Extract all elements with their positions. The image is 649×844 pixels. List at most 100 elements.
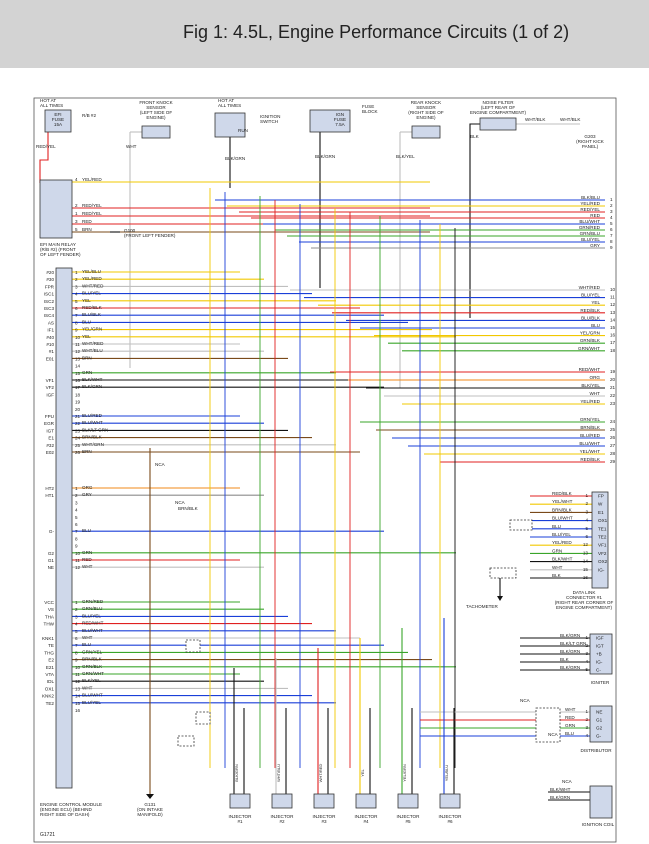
injector-label: INJECTOR (355, 814, 379, 819)
ign-fuse-box (309, 109, 351, 133)
relay-wire-label: RED (82, 219, 92, 224)
injector-label: INJECTOR (229, 814, 253, 819)
bus-wire-number: 5 (610, 221, 613, 226)
ecm-b-pin-number: 3 (75, 500, 78, 505)
nca-label: NCA (155, 462, 166, 467)
injector (229, 793, 251, 809)
ecm-b-pin-name: HT2 (45, 486, 54, 491)
bus-mid-number: 16 (610, 333, 616, 338)
ecm-c-wire-label: GRN/WHT (82, 671, 104, 676)
ecm-b-wire-label: BLU (82, 528, 91, 533)
ecm-b-wire-label: WHT (82, 564, 93, 569)
dlc-pin-name: VF1 (598, 543, 607, 548)
fuse-block-label: FUSE (362, 104, 374, 109)
ecm-b-wire-label: ORG (82, 485, 93, 490)
ecm-a-pin-name: #1 (49, 349, 55, 354)
tachometer-label: TACHOMETER (466, 604, 498, 609)
dlc-pin-name: IG- (598, 567, 605, 572)
dlc-pin-name: TE1 (598, 526, 607, 531)
dlc-wire-label: BLU (552, 524, 561, 529)
front-knock-label: (LEFT SIDE OF (140, 110, 173, 115)
ecm-c-pin-name: KNK1 (42, 636, 54, 641)
ecm-c-pin-name: OX1 (45, 686, 55, 691)
ecm-c-wire-label: BLU/YEL (82, 700, 101, 705)
ecm-a-wire-label: BLU/YEL (82, 291, 101, 296)
connector-dashed (535, 707, 561, 743)
front-knock-label: FRONT KNOCK (139, 100, 173, 105)
figure-id: G1721 (40, 832, 55, 838)
ecm-c-wire-label: RED/WHT (82, 621, 104, 626)
connector-dashed (195, 711, 211, 725)
ecm-a-pin-number: 26 (75, 450, 81, 455)
ecm-label: RIGHT SIDE OF DASH) (40, 812, 90, 817)
wire-label-blk-grn2: BLK/GRN (315, 154, 335, 159)
ecm-a-wire-label: WHT/RED (82, 283, 104, 288)
dlc-wire-label: BLU/WHT (552, 516, 573, 521)
ecm-a-pin-number: 22 (75, 421, 81, 426)
ecm-a-wire-label: BLU/RED (82, 413, 103, 418)
dlc-pin-number: 5 (585, 526, 588, 531)
relay-pin-number: 2 (75, 203, 78, 208)
ecm-a-pin-name: #20 (46, 270, 54, 275)
dlc-pin-number: 12 (583, 542, 589, 547)
igniter-wire-label: BLK/GRN (560, 665, 580, 670)
ecm-a-pin-number: 12 (75, 349, 81, 354)
title-bar: Fig 1: 4.5L, Engine Performance Circuits… (0, 0, 649, 68)
bus-mid-number: 10 (610, 287, 616, 292)
dlc-pin-number: 3 (585, 509, 588, 514)
injector (313, 793, 335, 809)
distributor-pin-number: 2 (585, 717, 588, 722)
ecm-c-pin-number: 11 (75, 672, 80, 677)
bus-mid-label: GRN/WHT (578, 346, 600, 351)
ecm-b-pin-number: 6 (75, 522, 78, 527)
bus-mid-label: BLU/YEL (581, 293, 600, 298)
distributor-pin-number: 3 (585, 725, 588, 730)
bus-wire-number: 7 (610, 233, 613, 238)
ecm-b-pin-name: NE (48, 565, 54, 570)
ecm-a-wire-label: BLU/WHT (82, 420, 103, 425)
front-knock-sensor (141, 125, 171, 139)
front-knock-label: SENSOR (146, 105, 166, 110)
tachometer-arrow (497, 596, 503, 601)
bus-mid-number: 13 (610, 310, 616, 315)
ecm-c-wire-label: BLU/YEL (82, 613, 101, 618)
wire-label-brn-blk: BRN/BLK (178, 506, 199, 511)
dlc-pin-number: 16 (583, 575, 589, 580)
ecm-a-pin-number: 6 (75, 306, 78, 311)
ecm-a-pin-number: 14 (75, 364, 81, 369)
ecm-a-wire-label: YEL/GRN (82, 327, 102, 332)
ecm-a-pin-number: 10 (75, 335, 81, 340)
ecm-c-wire-label: WHT (82, 635, 93, 640)
ecm-a-pin-number: 23 (75, 428, 81, 433)
injector (397, 793, 419, 809)
connector-dashed (177, 735, 195, 747)
dlc-pin-name: FP (598, 494, 604, 499)
ignition-switch (214, 112, 246, 138)
relay-pin-number: 3 (75, 219, 78, 224)
ecm-c-pin-number: 6 (75, 636, 78, 641)
distributor-wire-label: BLU (565, 731, 574, 736)
distributor (589, 705, 613, 743)
bus-mid-number: 18 (610, 348, 616, 353)
dlc-pin-number: 14 (583, 559, 589, 564)
nca-label: NCA (562, 779, 573, 784)
ecm-a-pin-number: 16 (75, 378, 81, 383)
efi-fuse-hot-label: ALL TIMES (40, 103, 63, 108)
ignition-hot-label: HOT AT (218, 98, 234, 103)
igniter-label: IGNITER (591, 680, 610, 685)
ecm-a-wire-label: YEL (82, 298, 91, 303)
ecm-a-wire-label: YEL (82, 334, 91, 339)
ecm-a-wire-label: RED/BLK (82, 305, 103, 310)
g100-label: (FRONT LEFT FENDER) (124, 233, 176, 238)
ecm-a-wire-label: WHT/RED (82, 341, 104, 346)
bus-low-label: YEL/RED (580, 399, 600, 404)
ecm-c-pin-name: THW (44, 622, 55, 627)
ecm-c-pin-name: TE2 (46, 701, 55, 706)
dlc-pin-number: 4 (585, 518, 588, 523)
dlc-wire-label: BLU/YEL (552, 532, 571, 537)
ecm-c-wire-label: GRN/BLK (82, 664, 103, 669)
ecm-c-pin-name: IDL (47, 679, 55, 684)
connector-dashed (185, 639, 201, 653)
bus-low2-number: 25 (610, 427, 616, 432)
ecm-a-pin-number: 24 (75, 436, 81, 441)
